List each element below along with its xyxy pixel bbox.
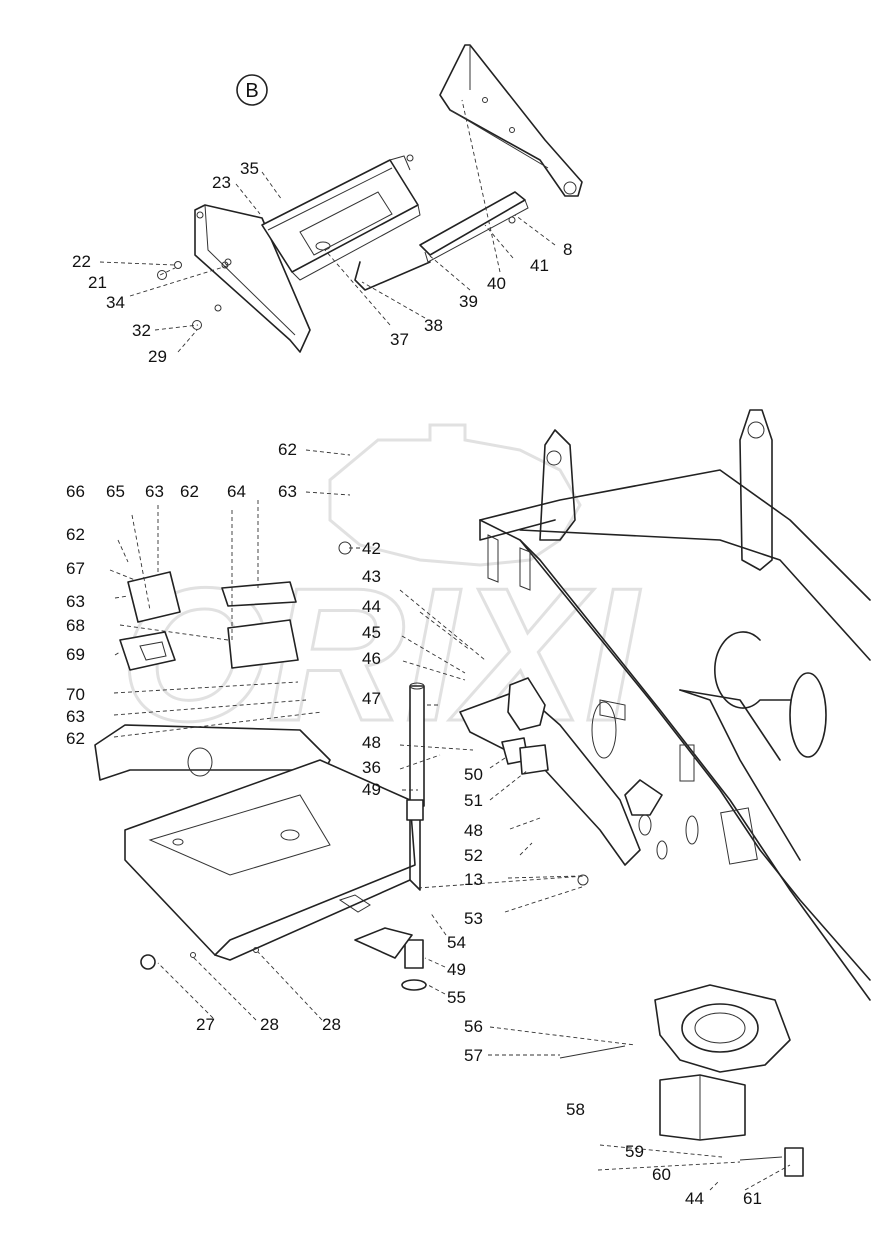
- callout-60: 60: [652, 1165, 671, 1184]
- callout-13: 13: [464, 870, 483, 889]
- callout-41: 41: [530, 256, 549, 275]
- view-b-detail: B 35 23 22 21 34: [72, 44, 583, 366]
- mount-68: [227, 619, 299, 669]
- base-plate: [124, 759, 416, 956]
- cushion-67: [127, 571, 181, 623]
- guard-58: [659, 1074, 746, 1141]
- callout-22: 22: [72, 252, 91, 271]
- view-b-marker: B: [245, 80, 258, 102]
- callout-62-b: 62: [180, 482, 199, 501]
- frame-top: [479, 469, 871, 601]
- callout-58: 58: [566, 1100, 585, 1119]
- left-bracket: [194, 204, 311, 353]
- callout-45: 45: [362, 623, 381, 642]
- callout-63-d: 63: [66, 707, 85, 726]
- callout-67: 67: [66, 559, 85, 578]
- callout-57: 57: [464, 1046, 483, 1065]
- tray-35: [261, 159, 419, 273]
- plate-69: [119, 631, 176, 671]
- callout-42: 42: [362, 539, 381, 558]
- cap-61: [784, 1147, 804, 1177]
- callout-68: 68: [66, 616, 85, 635]
- bolt-27: [140, 954, 156, 970]
- callout-40: 40: [487, 274, 506, 293]
- callout-32: 32: [132, 321, 151, 340]
- callout-62-a: 62: [278, 440, 297, 459]
- callout-8: 8: [563, 240, 572, 259]
- view-b-circle: [236, 74, 268, 106]
- callout-70: 70: [66, 685, 85, 704]
- callout-65: 65: [106, 482, 125, 501]
- callout-23: 23: [212, 173, 231, 192]
- frame-ear-left: [539, 429, 576, 541]
- washer-55: [401, 979, 427, 991]
- callout-49-a: 49: [362, 780, 381, 799]
- callout-55: 55: [447, 988, 466, 1007]
- callout-34: 34: [106, 293, 125, 312]
- callout-62-d: 62: [66, 729, 85, 748]
- main-assembly: 62 63 66 65 63 62 64 62 67 42 63 43 44 6…: [66, 409, 871, 1208]
- callout-29: 29: [148, 347, 167, 366]
- callout-43: 43: [362, 567, 381, 586]
- bushing-49: [404, 939, 424, 969]
- hub-flange: [654, 984, 791, 1073]
- callout-52: 52: [464, 846, 483, 865]
- callout-66: 66: [66, 482, 85, 501]
- callout-63-b: 63: [145, 482, 164, 501]
- callout-46: 46: [362, 649, 381, 668]
- callout-28-b: 28: [322, 1015, 341, 1034]
- callout-50: 50: [464, 765, 483, 784]
- callout-47: 47: [362, 689, 381, 708]
- callout-64: 64: [227, 482, 246, 501]
- callout-59: 59: [625, 1142, 644, 1161]
- callout-56: 56: [464, 1017, 483, 1036]
- rod-38: [354, 261, 431, 291]
- callout-48-a: 48: [362, 733, 381, 752]
- cushion-64: [221, 581, 297, 607]
- callout-37: 37: [390, 330, 409, 349]
- frame-ear-right: [739, 409, 773, 571]
- callout-62-c: 62: [66, 525, 85, 544]
- callout-44-a: 44: [362, 597, 381, 616]
- upper-bracket: [439, 44, 583, 197]
- callout-51: 51: [464, 791, 483, 810]
- callout-39: 39: [459, 292, 478, 311]
- callout-36: 36: [362, 758, 381, 777]
- callout-63-a: 63: [278, 482, 297, 501]
- callout-49-b: 49: [447, 960, 466, 979]
- callout-38: 38: [424, 316, 443, 335]
- callout-54: 54: [447, 933, 466, 952]
- callout-53: 53: [464, 909, 483, 928]
- callout-28-a: 28: [260, 1015, 279, 1034]
- callout-27: 27: [196, 1015, 215, 1034]
- callout-69: 69: [66, 645, 85, 664]
- callout-35: 35: [240, 159, 259, 178]
- bracket-block: [507, 677, 546, 731]
- rail-39: [419, 191, 526, 256]
- callout-48-b: 48: [464, 821, 483, 840]
- callout-61: 61: [743, 1189, 762, 1208]
- callout-63-c: 63: [66, 592, 85, 611]
- hitch: [624, 779, 663, 816]
- callout-21: 21: [88, 273, 107, 292]
- callout-44-b: 44: [685, 1189, 704, 1208]
